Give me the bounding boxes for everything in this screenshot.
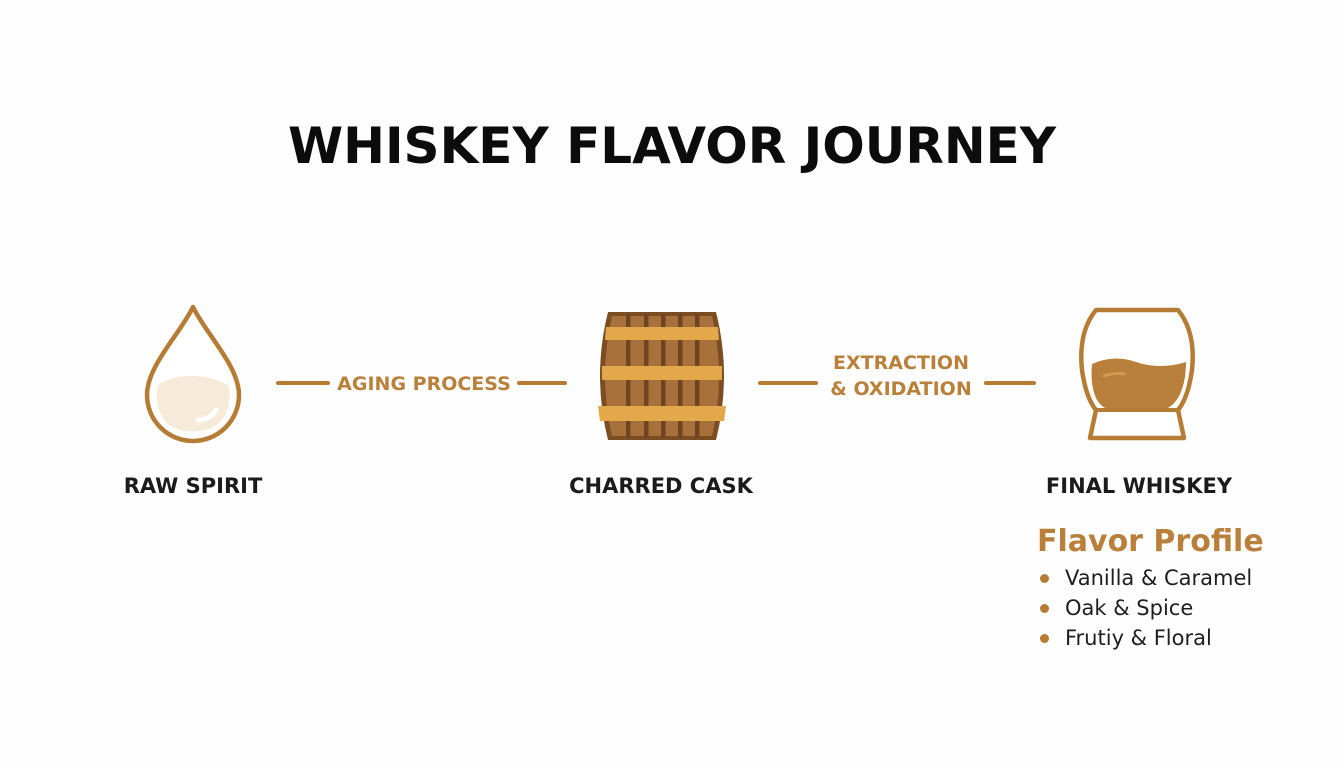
bullet-icon <box>1040 573 1049 583</box>
stage-label-charred-cask: CHARRED CASK <box>569 474 753 498</box>
list-item: Vanilla & Caramel <box>1040 563 1252 593</box>
bullet-icon <box>1040 633 1049 643</box>
list-item: Frutiy & Floral <box>1040 623 1252 653</box>
process-label-extraction-line2: & OXIDATION <box>830 378 972 400</box>
process-label-extraction-line1: EXTRACTION <box>833 352 969 374</box>
flavor-item-text: Vanilla & Caramel <box>1065 566 1253 590</box>
flavor-profile-title: Flavor Profile <box>1037 524 1264 559</box>
connector-line <box>984 381 1036 385</box>
bullet-icon <box>1040 603 1049 613</box>
whiskey-glass-icon <box>1079 307 1195 441</box>
droplet-icon <box>144 304 242 444</box>
page-title: WHISKEY FLAVOR JOURNEY <box>287 117 1057 175</box>
flavor-profile-list: Vanilla & Caramel Oak & Spice Frutiy & F… <box>1040 563 1252 653</box>
flavor-item-text: Oak & Spice <box>1065 596 1194 620</box>
connector-line <box>276 381 330 385</box>
stage-label-final-whiskey: FINAL WHISKEY <box>1045 474 1233 498</box>
process-label-extraction: EXTRACTION & OXIDATION <box>818 350 984 402</box>
process-label-aging: AGING PROCESS <box>337 373 511 395</box>
connector-line <box>758 381 818 385</box>
flavor-item-text: Frutiy & Floral <box>1065 626 1212 650</box>
stage-label-raw-spirit: RAW SPIRIT <box>123 474 263 498</box>
connector-line <box>517 381 567 385</box>
barrel-icon <box>598 312 726 440</box>
list-item: Oak & Spice <box>1040 593 1252 623</box>
